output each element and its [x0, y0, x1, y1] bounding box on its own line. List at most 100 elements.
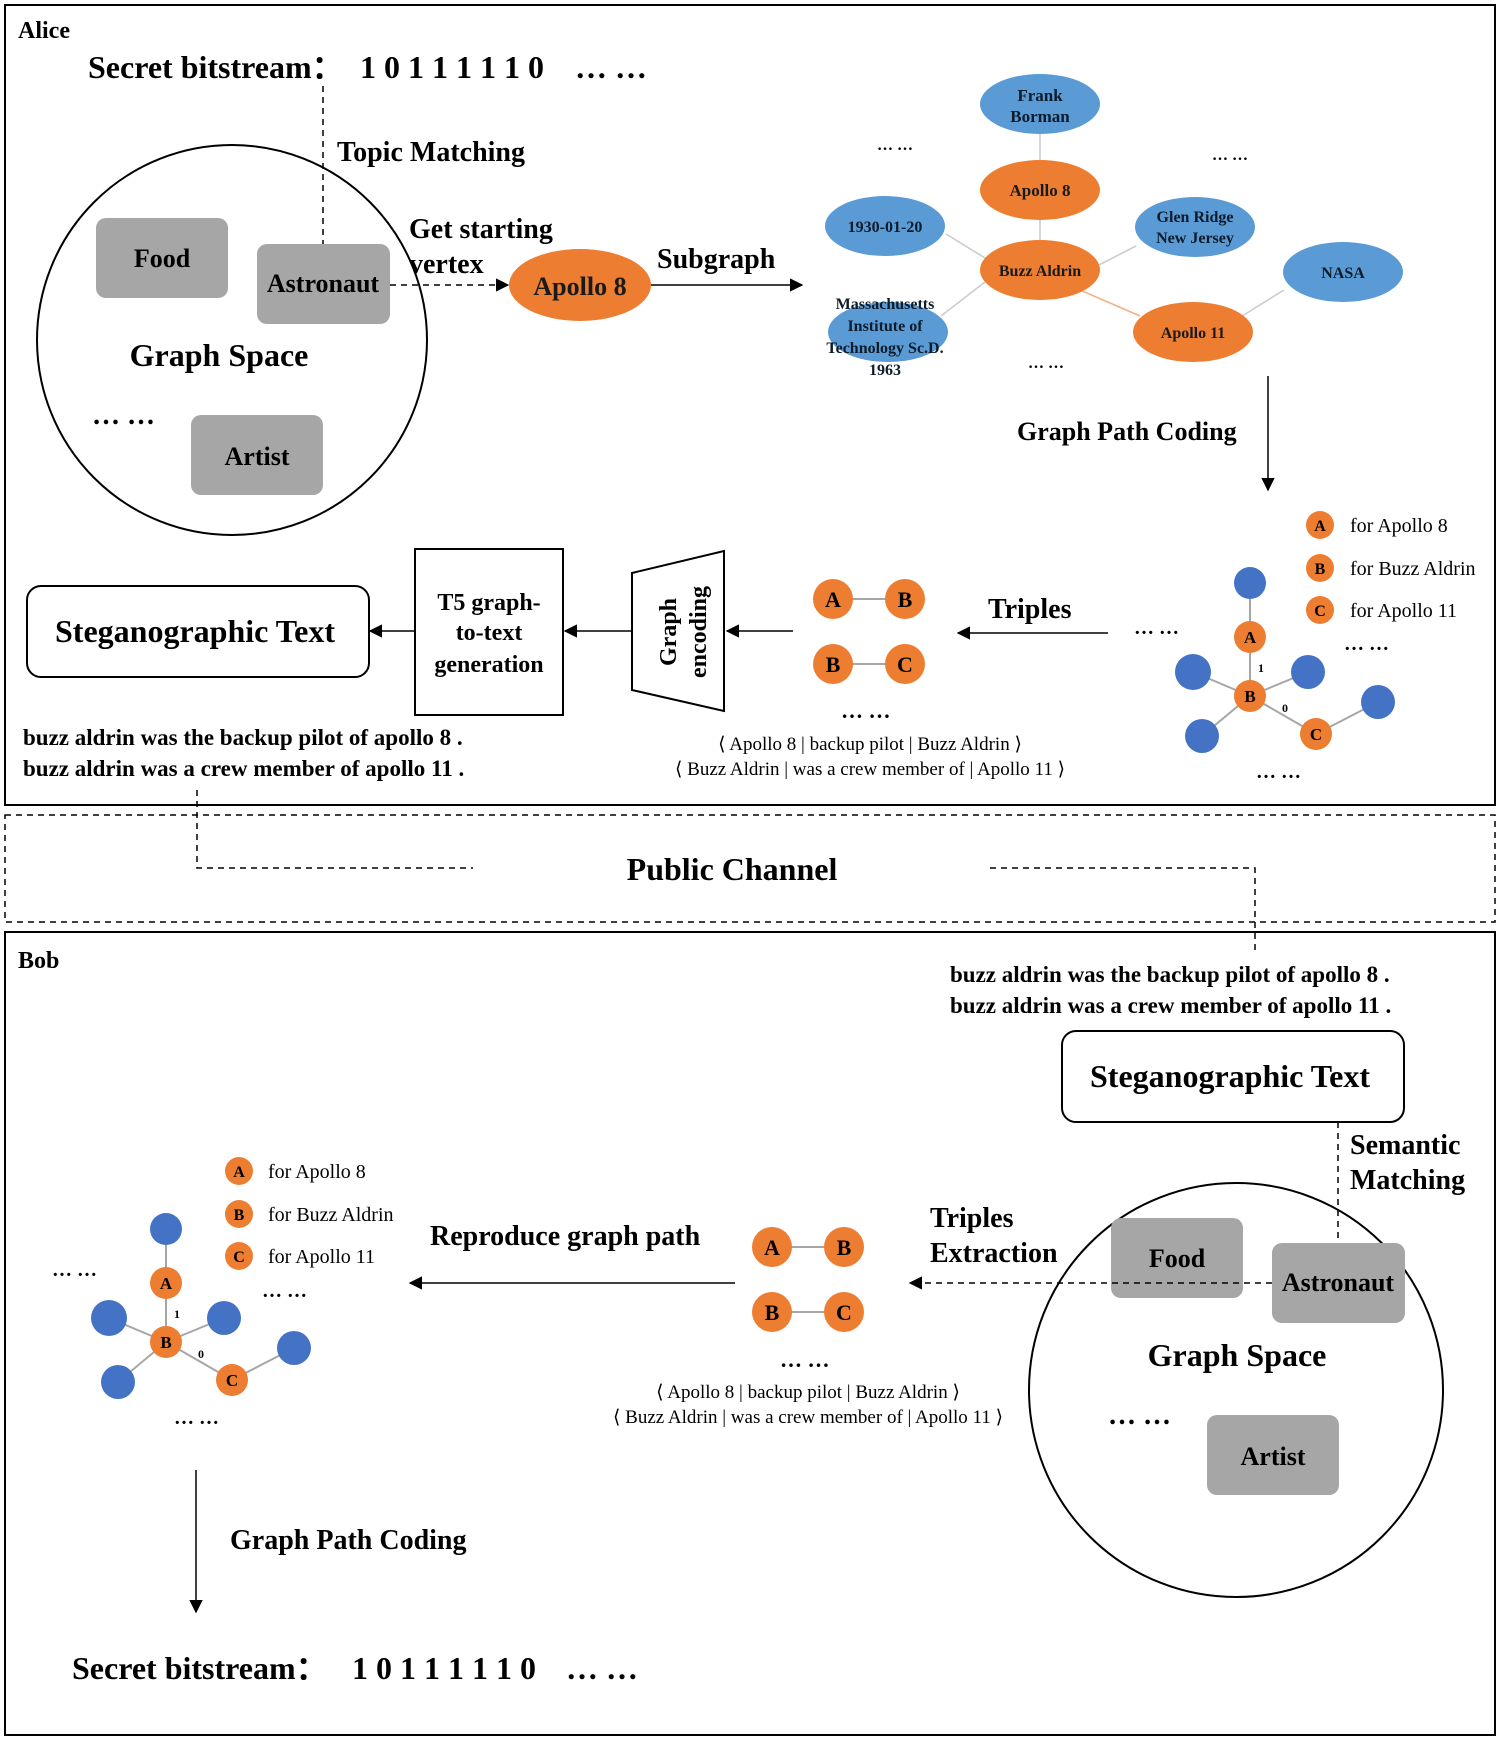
bob-path-node-a [150, 1267, 182, 1299]
bob-food-label: Food [1149, 1244, 1206, 1273]
alice-triple-b2-node [813, 644, 853, 684]
bob-path-bit-bc: 0 [198, 1347, 204, 1361]
bob-triple-b2-node [752, 1292, 792, 1332]
alice-stego-box [26, 585, 370, 678]
alice-legend-ellipsis: … … [1344, 633, 1389, 655]
bob-legend-c-letter: C [233, 1249, 245, 1266]
bob-triple-b-node [824, 1227, 864, 1267]
alice-legend-b-letter: B [1315, 561, 1326, 578]
alice-graph-space-title: Graph Space [130, 337, 309, 373]
node-apollo11-label: Apollo 11 [1161, 325, 1225, 342]
graph-encoding-block [631, 549, 725, 713]
bob-stego-box [1061, 1030, 1405, 1123]
alice-legend-b-dot [1306, 554, 1334, 582]
bob-path-node-c [216, 1364, 248, 1396]
alice-path-node-a-letter: A [1244, 628, 1257, 647]
channel-line-right [990, 867, 1256, 950]
alice-path-blue-5 [1361, 685, 1395, 719]
alice-astronaut-label: Astronaut [267, 269, 380, 298]
bob-path-node-b [150, 1326, 182, 1358]
alice-secret-label: Secret bitstream： [88, 49, 344, 85]
t5-generation-block [414, 548, 564, 716]
bob-stego-label: Steganographic Text [1090, 1058, 1370, 1094]
bob-triple-a-letter: A [764, 1235, 780, 1260]
alice-legend-c-dot [1306, 596, 1334, 624]
semantic-matching-label-1: Semantic [1350, 1130, 1460, 1161]
bob-triple-c-node [824, 1292, 864, 1332]
bob-artist-label: Artist [1241, 1442, 1306, 1471]
alice-path-node-c-letter: C [1310, 725, 1322, 744]
alice-path-node-a [1234, 621, 1266, 653]
bob-legend-a-letter: A [233, 1164, 245, 1181]
bob-secret-bits: 1 0 1 1 1 1 1 0 [352, 1650, 536, 1686]
t5-label-2: to-text [456, 620, 523, 646]
bob-path-bit-ab: 1 [174, 1307, 180, 1321]
bob-astronaut-box [1272, 1243, 1405, 1323]
public-channel-panel [4, 814, 1496, 923]
node-glen-label-1: Glen Ridge [1157, 209, 1234, 226]
triples-extraction-label-1: Triples [930, 1203, 1014, 1234]
node-glen-ridge [1135, 197, 1255, 257]
node-glen-label-2: New Jersey [1156, 230, 1234, 247]
reproduce-graph-path-label: Reproduce graph path [430, 1221, 701, 1252]
alice-astronaut-box [257, 244, 390, 324]
alice-triple-b2-letter: B [826, 652, 841, 677]
alice-path-node-c [1300, 718, 1332, 750]
bob-path-ellipsis-left: … … [52, 1259, 97, 1281]
channel-line-left [196, 790, 473, 869]
alice-secret-ellipsis: … … [575, 49, 647, 85]
alice-triple-a-letter: A [825, 587, 841, 612]
alice-path-ellipsis-bottom: … … [1256, 761, 1301, 783]
alice-food-label: Food [134, 244, 191, 273]
alice-triple-ellipsis: … … [841, 698, 891, 723]
alice-path-ellipsis-left: … … [1134, 617, 1179, 639]
bob-path-node-c-letter: C [226, 1371, 238, 1390]
alice-triple-c-node [885, 644, 925, 684]
triples-extraction-label-2: Extraction [930, 1238, 1058, 1269]
buzz-apollo11-edge [1079, 289, 1141, 317]
alice-food-box [96, 218, 228, 298]
bob-path-node-a-letter: A [160, 1274, 173, 1293]
bob-legend-b-letter: B [234, 1207, 245, 1224]
bob-path-blue-3 [207, 1301, 241, 1335]
alice-triple-a-node [813, 579, 853, 619]
subgraph-ellipsis-1: … … [877, 137, 913, 154]
bob-legend-a-dot [225, 1157, 253, 1185]
bob-path-blue-1 [150, 1213, 182, 1245]
bob-legend-ellipsis: … … [262, 1280, 307, 1302]
bob-graph-space-ellipsis: … … [1108, 1400, 1171, 1431]
node-apollo11 [1133, 302, 1253, 362]
bob-sentence-1: buzz aldrin was the backup pilot of apol… [950, 962, 1390, 987]
node-mit-label-1: Massachusetts [836, 296, 935, 313]
bob-path-blue-2 [91, 1300, 127, 1336]
alice-path-bit-bc: 0 [1282, 701, 1288, 715]
node-date [825, 196, 945, 256]
bob-astronaut-label: Astronaut [1282, 1268, 1395, 1297]
alice-triples-label: Triples [988, 594, 1072, 625]
bob-secret-ellipsis: … … [566, 1650, 638, 1686]
t5-label-3: generation [434, 652, 543, 678]
alice-secret-bits: 1 0 1 1 1 1 1 0 [360, 49, 544, 85]
node-mit-label-2: Institute of [847, 318, 923, 335]
bob-graph-space-title: Graph Space [1148, 1337, 1327, 1373]
subgraph-ellipsis-3: … … [1028, 355, 1064, 372]
bob-sentence-2: buzz aldrin was a crew member of apollo … [950, 993, 1391, 1018]
bob-graph-path-coding-label: Graph Path Coding [230, 1525, 467, 1556]
alice-path-blue-1 [1234, 567, 1266, 599]
subgraph-ellipsis-2: … … [1212, 147, 1248, 164]
alice-path-bit-ab: 1 [1258, 661, 1264, 675]
node-mit [828, 302, 948, 362]
vertex-label: vertex [409, 249, 484, 280]
node-frank-borman [980, 74, 1100, 134]
alice-graph-space-ellipsis: … … [92, 400, 155, 431]
node-frank-label-2: Borman [1010, 107, 1070, 126]
alice-legend-c-text: for Apollo 11 [1350, 600, 1457, 622]
bob-path-blue-4 [101, 1365, 135, 1399]
alice-artist-box [191, 415, 323, 495]
bob-legend-c-dot [225, 1242, 253, 1270]
node-buzz-label: Buzz Aldrin [999, 263, 1081, 280]
alice-legend-a-dot [1306, 511, 1334, 539]
bob-food-box [1111, 1218, 1243, 1298]
bob-triple-b-letter: B [837, 1235, 852, 1260]
